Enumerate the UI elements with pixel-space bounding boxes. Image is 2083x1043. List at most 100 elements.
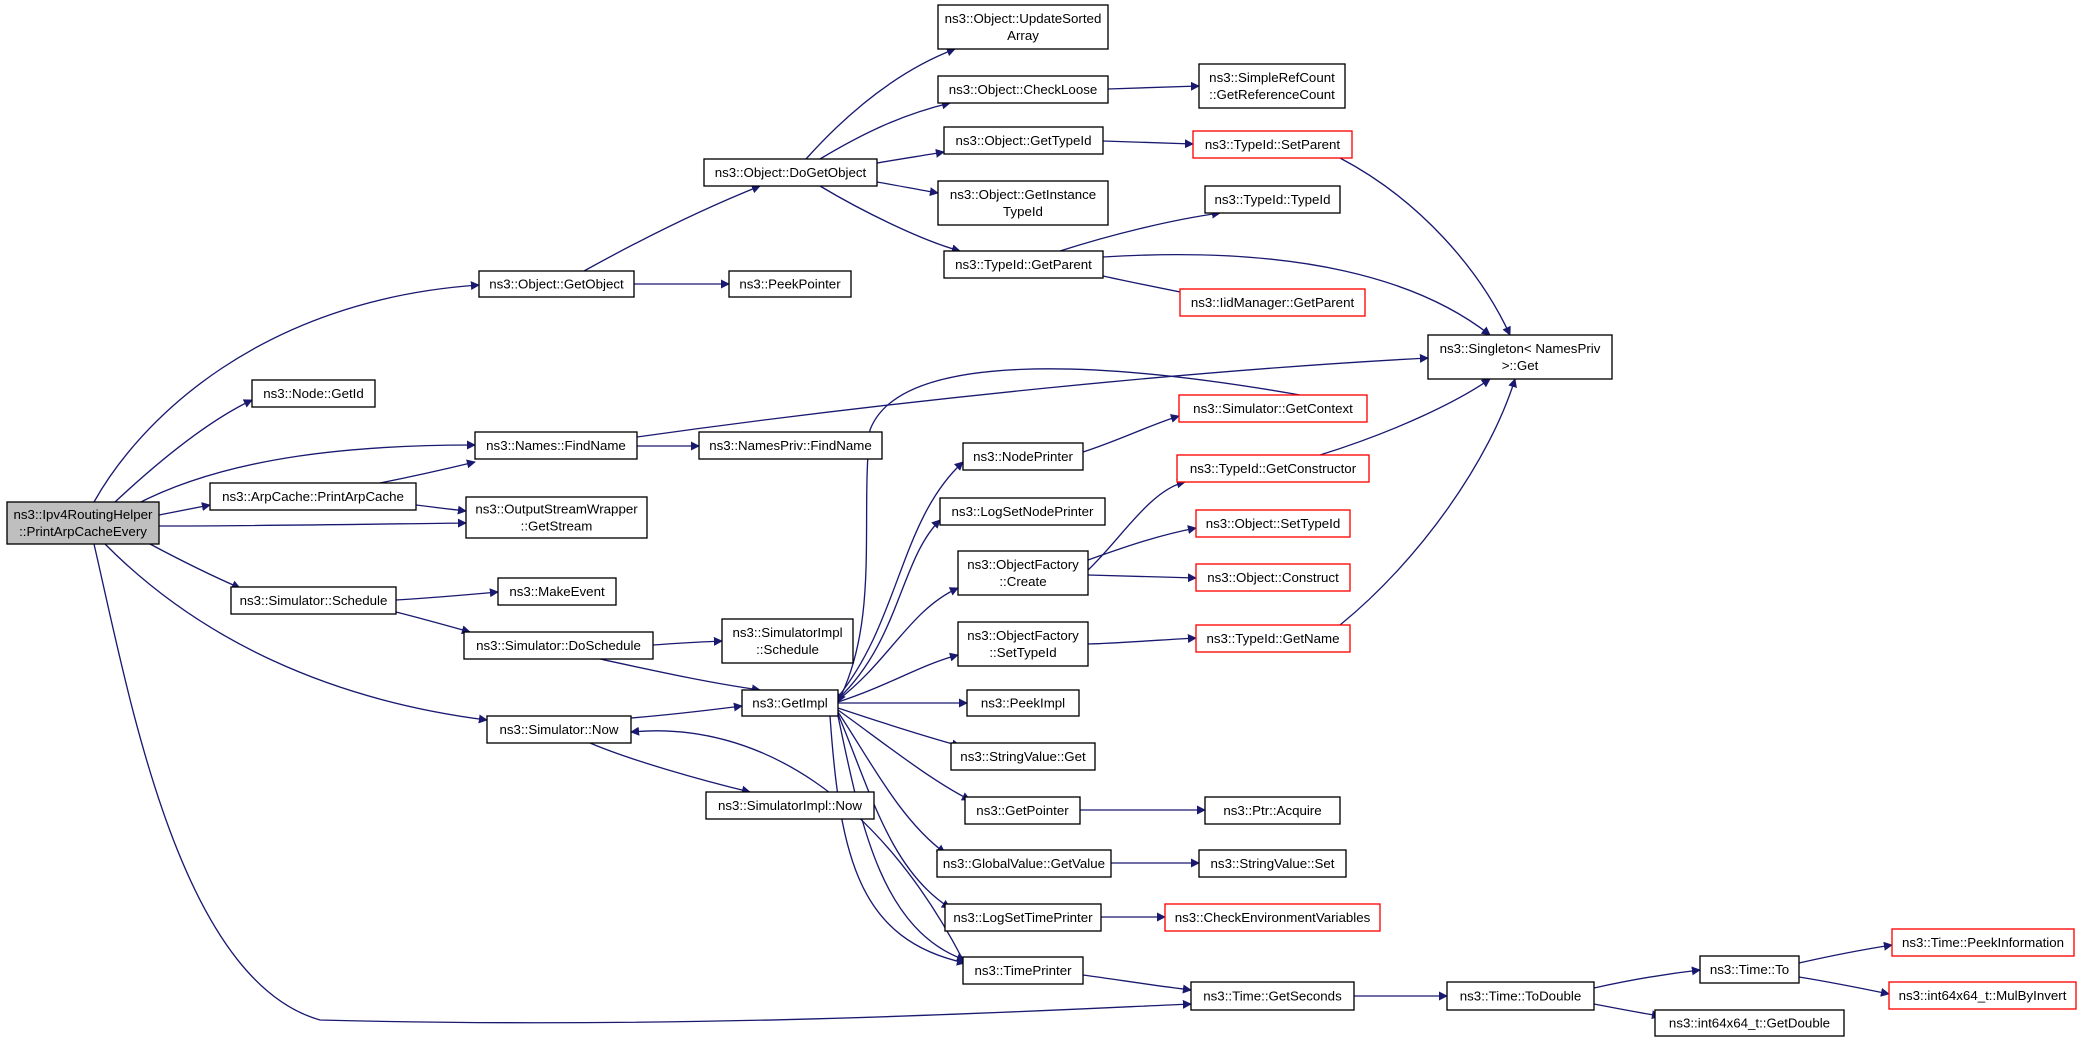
node-label: ::SetTypeId bbox=[989, 645, 1056, 660]
node-logsetnodeprinter[interactable]: ns3::LogSetNodePrinter bbox=[939, 497, 1106, 526]
node-label: ns3::StringValue::Get bbox=[960, 749, 1086, 764]
node-label: ::Create bbox=[999, 574, 1046, 589]
node-label: ns3::Object::CheckLoose bbox=[949, 82, 1098, 97]
node-stringvalueset[interactable]: ns3::StringValue::Set bbox=[1198, 849, 1347, 878]
node-nodeprinter[interactable]: ns3::NodePrinter bbox=[962, 442, 1084, 471]
node-objgettypeid[interactable]: ns3::Object::GetTypeId bbox=[943, 126, 1104, 155]
edge-ofcreate-to-objsettypeid bbox=[1087, 525, 1197, 561]
edge-getimpl-to-logsetnodeprinter bbox=[837, 519, 941, 700]
edge-root-to-printarpcache bbox=[158, 502, 211, 516]
node-getimpl[interactable]: ns3::GetImpl bbox=[741, 689, 839, 717]
node-label: ns3::TypeId::GetConstructor bbox=[1190, 461, 1357, 476]
node-objsettypeid[interactable]: ns3::Object::SetTypeId bbox=[1195, 509, 1351, 538]
edge-printarpcache-to-findname bbox=[379, 459, 476, 484]
node-refcount[interactable]: ns3::SimpleRefCount::GetReferenceCount bbox=[1198, 63, 1346, 109]
edge-doschedule-to-simimplschedule bbox=[652, 636, 723, 646]
node-ptracquire[interactable]: ns3::Ptr::Acquire bbox=[1204, 796, 1341, 825]
node-ofsettypeid[interactable]: ns3::ObjectFactory::SetTypeId bbox=[957, 621, 1089, 667]
node-label: TypeId bbox=[1003, 204, 1043, 219]
edge-objgettypeid-to-setparent bbox=[1102, 139, 1194, 149]
node-peekinfo[interactable]: ns3::Time::PeekInformation bbox=[1891, 928, 2075, 957]
node-label: ns3::Ipv4RoutingHelper bbox=[14, 507, 154, 522]
edge-dogetobject-to-typeidgetparent bbox=[819, 185, 961, 254]
node-label: ns3::Object::GetTypeId bbox=[956, 133, 1092, 148]
node-getcontext[interactable]: ns3::Simulator::GetContext bbox=[1178, 394, 1368, 423]
edge-root-to-findname bbox=[134, 440, 476, 506]
node-singleton[interactable]: ns3::Singleton< NamesPriv>::Get bbox=[1427, 334, 1613, 380]
node-findname[interactable]: ns3::Names::FindName bbox=[474, 431, 638, 460]
node-label: ns3::Object::DoGetObject bbox=[715, 165, 867, 180]
edge-dogetobject-to-getinstance bbox=[876, 181, 939, 197]
node-typeidgetparent[interactable]: ns3::TypeId::GetParent bbox=[943, 250, 1104, 279]
edge-dogetobject-to-checkloose bbox=[819, 100, 951, 160]
node-checkenv[interactable]: ns3::CheckEnvironmentVariables bbox=[1164, 903, 1381, 932]
node-getpointer[interactable]: ns3::GetPointer bbox=[964, 796, 1081, 825]
node-label: ns3::NamesPriv::FindName bbox=[709, 438, 872, 453]
node-label: ns3::TimePrinter bbox=[974, 963, 1072, 978]
node-globalvalue[interactable]: ns3::GlobalValue::GetValue bbox=[936, 849, 1112, 878]
edge-getobject-to-dogetobject bbox=[583, 184, 761, 272]
edge-findname-to-singleton bbox=[636, 353, 1429, 438]
edge-getimpl-to-nodeprinter bbox=[837, 461, 964, 698]
node-label: ns3::PeekImpl bbox=[981, 696, 1065, 711]
node-simnow[interactable]: ns3::Simulator::Now bbox=[486, 715, 632, 744]
node-label: ns3::Object::GetObject bbox=[489, 277, 624, 292]
node-getseconds[interactable]: ns3::Time::GetSeconds bbox=[1190, 981, 1355, 1011]
node-typeidtypeid[interactable]: ns3::TypeId::TypeId bbox=[1204, 185, 1341, 214]
node-logsettimeprinter[interactable]: ns3::LogSetTimePrinter bbox=[944, 903, 1102, 932]
node-dogetobject[interactable]: ns3::Object::DoGetObject bbox=[703, 158, 878, 187]
node-getstream[interactable]: ns3::OutputStreamWrapper::GetStream bbox=[465, 496, 648, 539]
node-label: ns3::Object::UpdateSorted bbox=[945, 11, 1102, 26]
node-mulbyinvert[interactable]: ns3::int64x64_t::MulByInvert bbox=[1888, 981, 2077, 1010]
node-getobject[interactable]: ns3::Object::GetObject bbox=[478, 270, 635, 298]
edge-typeidgetparent-to-typeidtypeid bbox=[1059, 209, 1221, 252]
node-nodegetid[interactable]: ns3::Node::GetId bbox=[251, 379, 376, 408]
edge-todouble-to-getdouble bbox=[1593, 1003, 1661, 1020]
node-label: ns3::Singleton< NamesPriv bbox=[1440, 341, 1601, 356]
edge-timeto-to-peekinfo bbox=[1798, 941, 1893, 964]
edge-dogetobject-to-objgettypeid bbox=[876, 148, 945, 164]
node-todouble[interactable]: ns3::Time::ToDouble bbox=[1446, 981, 1595, 1011]
edges bbox=[93, 47, 1893, 1024]
node-getdouble[interactable]: ns3::int64x64_t::GetDouble bbox=[1654, 1009, 1845, 1037]
node-printarpcache[interactable]: ns3::ArpCache::PrintArpCache bbox=[209, 482, 417, 511]
node-label: ns3::Time::ToDouble bbox=[1460, 989, 1581, 1004]
node-getconstructor[interactable]: ns3::TypeId::GetConstructor bbox=[1176, 454, 1370, 483]
node-label: ns3::int64x64_t::MulByInvert bbox=[1899, 988, 2067, 1003]
node-doschedule[interactable]: ns3::Simulator::DoSchedule bbox=[463, 631, 654, 660]
node-label: ns3::Simulator::Schedule bbox=[240, 593, 388, 608]
node-simimplschedule[interactable]: ns3::SimulatorImpl::Schedule bbox=[721, 618, 854, 664]
node-label: ::Schedule bbox=[756, 642, 819, 657]
node-construct[interactable]: ns3::Object::Construct bbox=[1195, 563, 1351, 592]
node-setparent[interactable]: ns3::TypeId::SetParent bbox=[1192, 130, 1353, 159]
node-simimplnow[interactable]: ns3::SimulatorImpl::Now bbox=[705, 791, 875, 820]
node-schedule[interactable]: ns3::Simulator::Schedule bbox=[230, 586, 397, 615]
edge-doschedule-to-getimpl bbox=[599, 658, 761, 694]
node-label: ns3::TypeId::SetParent bbox=[1205, 137, 1341, 152]
node-label: ns3::TypeId::GetParent bbox=[955, 257, 1092, 272]
node-timeprinter[interactable]: ns3::TimePrinter bbox=[962, 956, 1084, 985]
node-label: ns3::ObjectFactory bbox=[967, 557, 1079, 572]
node-label: ns3::TypeId::GetName bbox=[1206, 631, 1339, 646]
node-ofcreate[interactable]: ns3::ObjectFactory::Create bbox=[957, 550, 1089, 596]
edge-root-to-nodegetid bbox=[114, 399, 253, 503]
node-label: ns3::int64x64_t::GetDouble bbox=[1669, 1016, 1830, 1031]
node-peekpointer[interactable]: ns3::PeekPointer bbox=[728, 270, 852, 298]
node-makeevent[interactable]: ns3::MakeEvent bbox=[497, 577, 617, 606]
node-peekimpl[interactable]: ns3::PeekImpl bbox=[966, 689, 1080, 717]
edge-typeidgetparent-to-iidmanager bbox=[1102, 275, 1191, 297]
node-namesprivfind[interactable]: ns3::NamesPriv::FindName bbox=[698, 431, 883, 460]
edge-simnow-to-simimplnow bbox=[589, 742, 751, 795]
node-label: ns3::CheckEnvironmentVariables bbox=[1175, 910, 1371, 925]
node-label: ns3::ArpCache::PrintArpCache bbox=[222, 489, 404, 504]
node-stringvalueget[interactable]: ns3::StringValue::Get bbox=[950, 742, 1096, 771]
node-timeto[interactable]: ns3::Time::To bbox=[1699, 955, 1800, 984]
edge-root-to-getobject bbox=[93, 281, 480, 503]
node-checkloose[interactable]: ns3::Object::CheckLoose bbox=[937, 75, 1109, 104]
node-typeidgetname[interactable]: ns3::TypeId::GetName bbox=[1195, 624, 1351, 653]
node-label: ns3::PeekPointer bbox=[739, 277, 841, 292]
node-iidmanager[interactable]: ns3::IidManager::GetParent bbox=[1179, 288, 1366, 317]
